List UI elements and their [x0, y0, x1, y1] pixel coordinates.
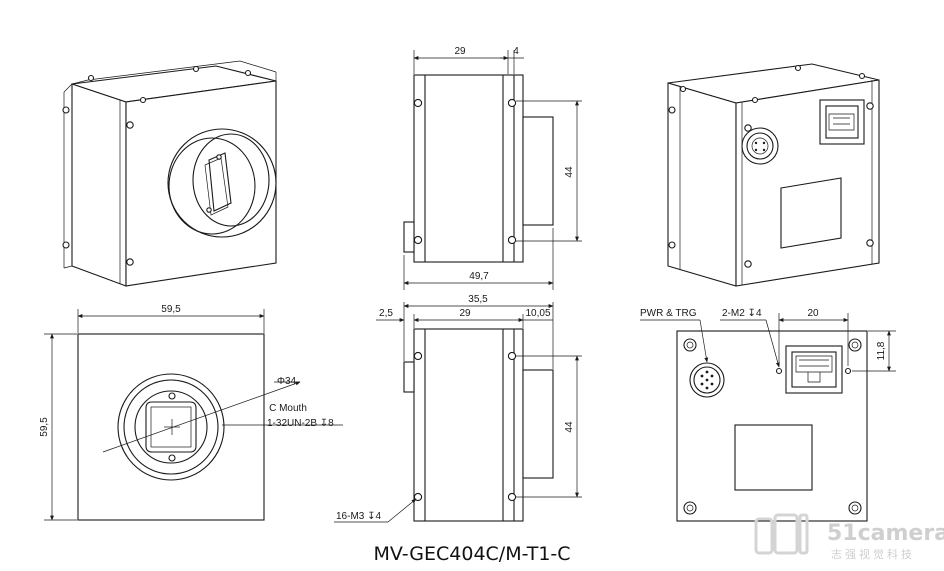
dim-side-4: 4: [513, 46, 519, 57]
dim-front-width: 59,5: [161, 304, 181, 315]
dim-back-11-8: 11,8: [876, 341, 887, 360]
dim-lower-2-5: 2,5: [379, 308, 393, 319]
dim-side-29: 29: [454, 46, 466, 57]
watermark-logo-text: 51camera: [827, 521, 944, 546]
dim-side-44: 44: [564, 166, 575, 178]
iso-view-front: [62, 60, 277, 287]
label-c-mount: C Mouth: [269, 403, 307, 414]
label-mount-thread: 1-32UN-2B ↧8: [267, 418, 334, 429]
dim-side-49-7: 49,7: [469, 271, 489, 282]
side-view-top: 29 4 44 49,7: [403, 46, 582, 290]
dim-lower-10-05: 10,05: [525, 308, 550, 319]
iso-view-back: [667, 63, 880, 287]
dim-lower-29: 29: [459, 308, 471, 319]
watermark-logo: 51camera 志强视觉科技: [754, 513, 944, 561]
dim-back-20: 20: [807, 308, 819, 319]
drawing-title: MV-GEC404C/M-T1-C: [373, 543, 570, 565]
label-screw-note: 16-M3 ↧4: [336, 511, 382, 522]
label-pwr-trg: PWR & TRG: [640, 308, 697, 319]
front-view: 59,5 59,5 Φ34 C Mouth 1-32UN-2B ↧8: [39, 304, 343, 521]
dim-lower-35-5: 35,5: [468, 294, 488, 305]
dim-lower-44: 44: [564, 421, 575, 433]
side-view-bottom: 35,5 29 2,5 10,05 44 16-M3 ↧4: [334, 294, 582, 523]
label-m2-note: 2-M2 ↧4: [722, 308, 762, 319]
dim-front-height: 59,5: [39, 417, 50, 437]
back-view: PWR & TRG 2-M2 ↧4 20 11,8: [640, 308, 896, 522]
watermark-tagline: 志强视觉科技: [831, 547, 915, 561]
dim-lens-diameter: Φ34: [277, 376, 297, 387]
